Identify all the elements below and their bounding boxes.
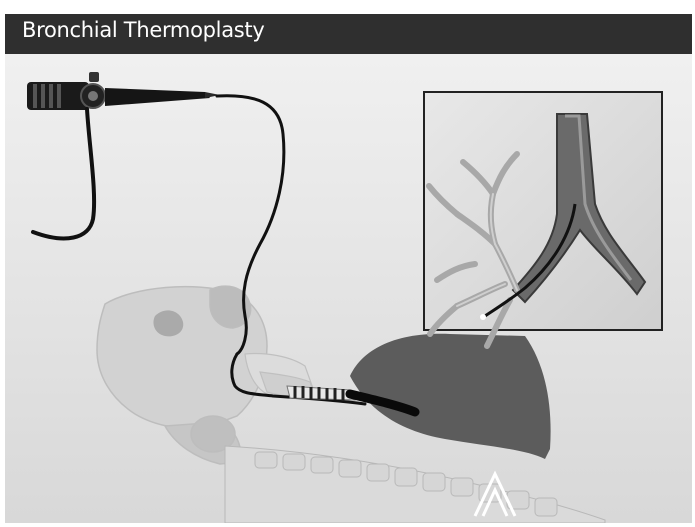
page-title: Bronchial Thermoplasty xyxy=(22,18,264,42)
airway-inset xyxy=(424,92,662,346)
bronchial-thermoplasty-illustration xyxy=(5,54,692,523)
